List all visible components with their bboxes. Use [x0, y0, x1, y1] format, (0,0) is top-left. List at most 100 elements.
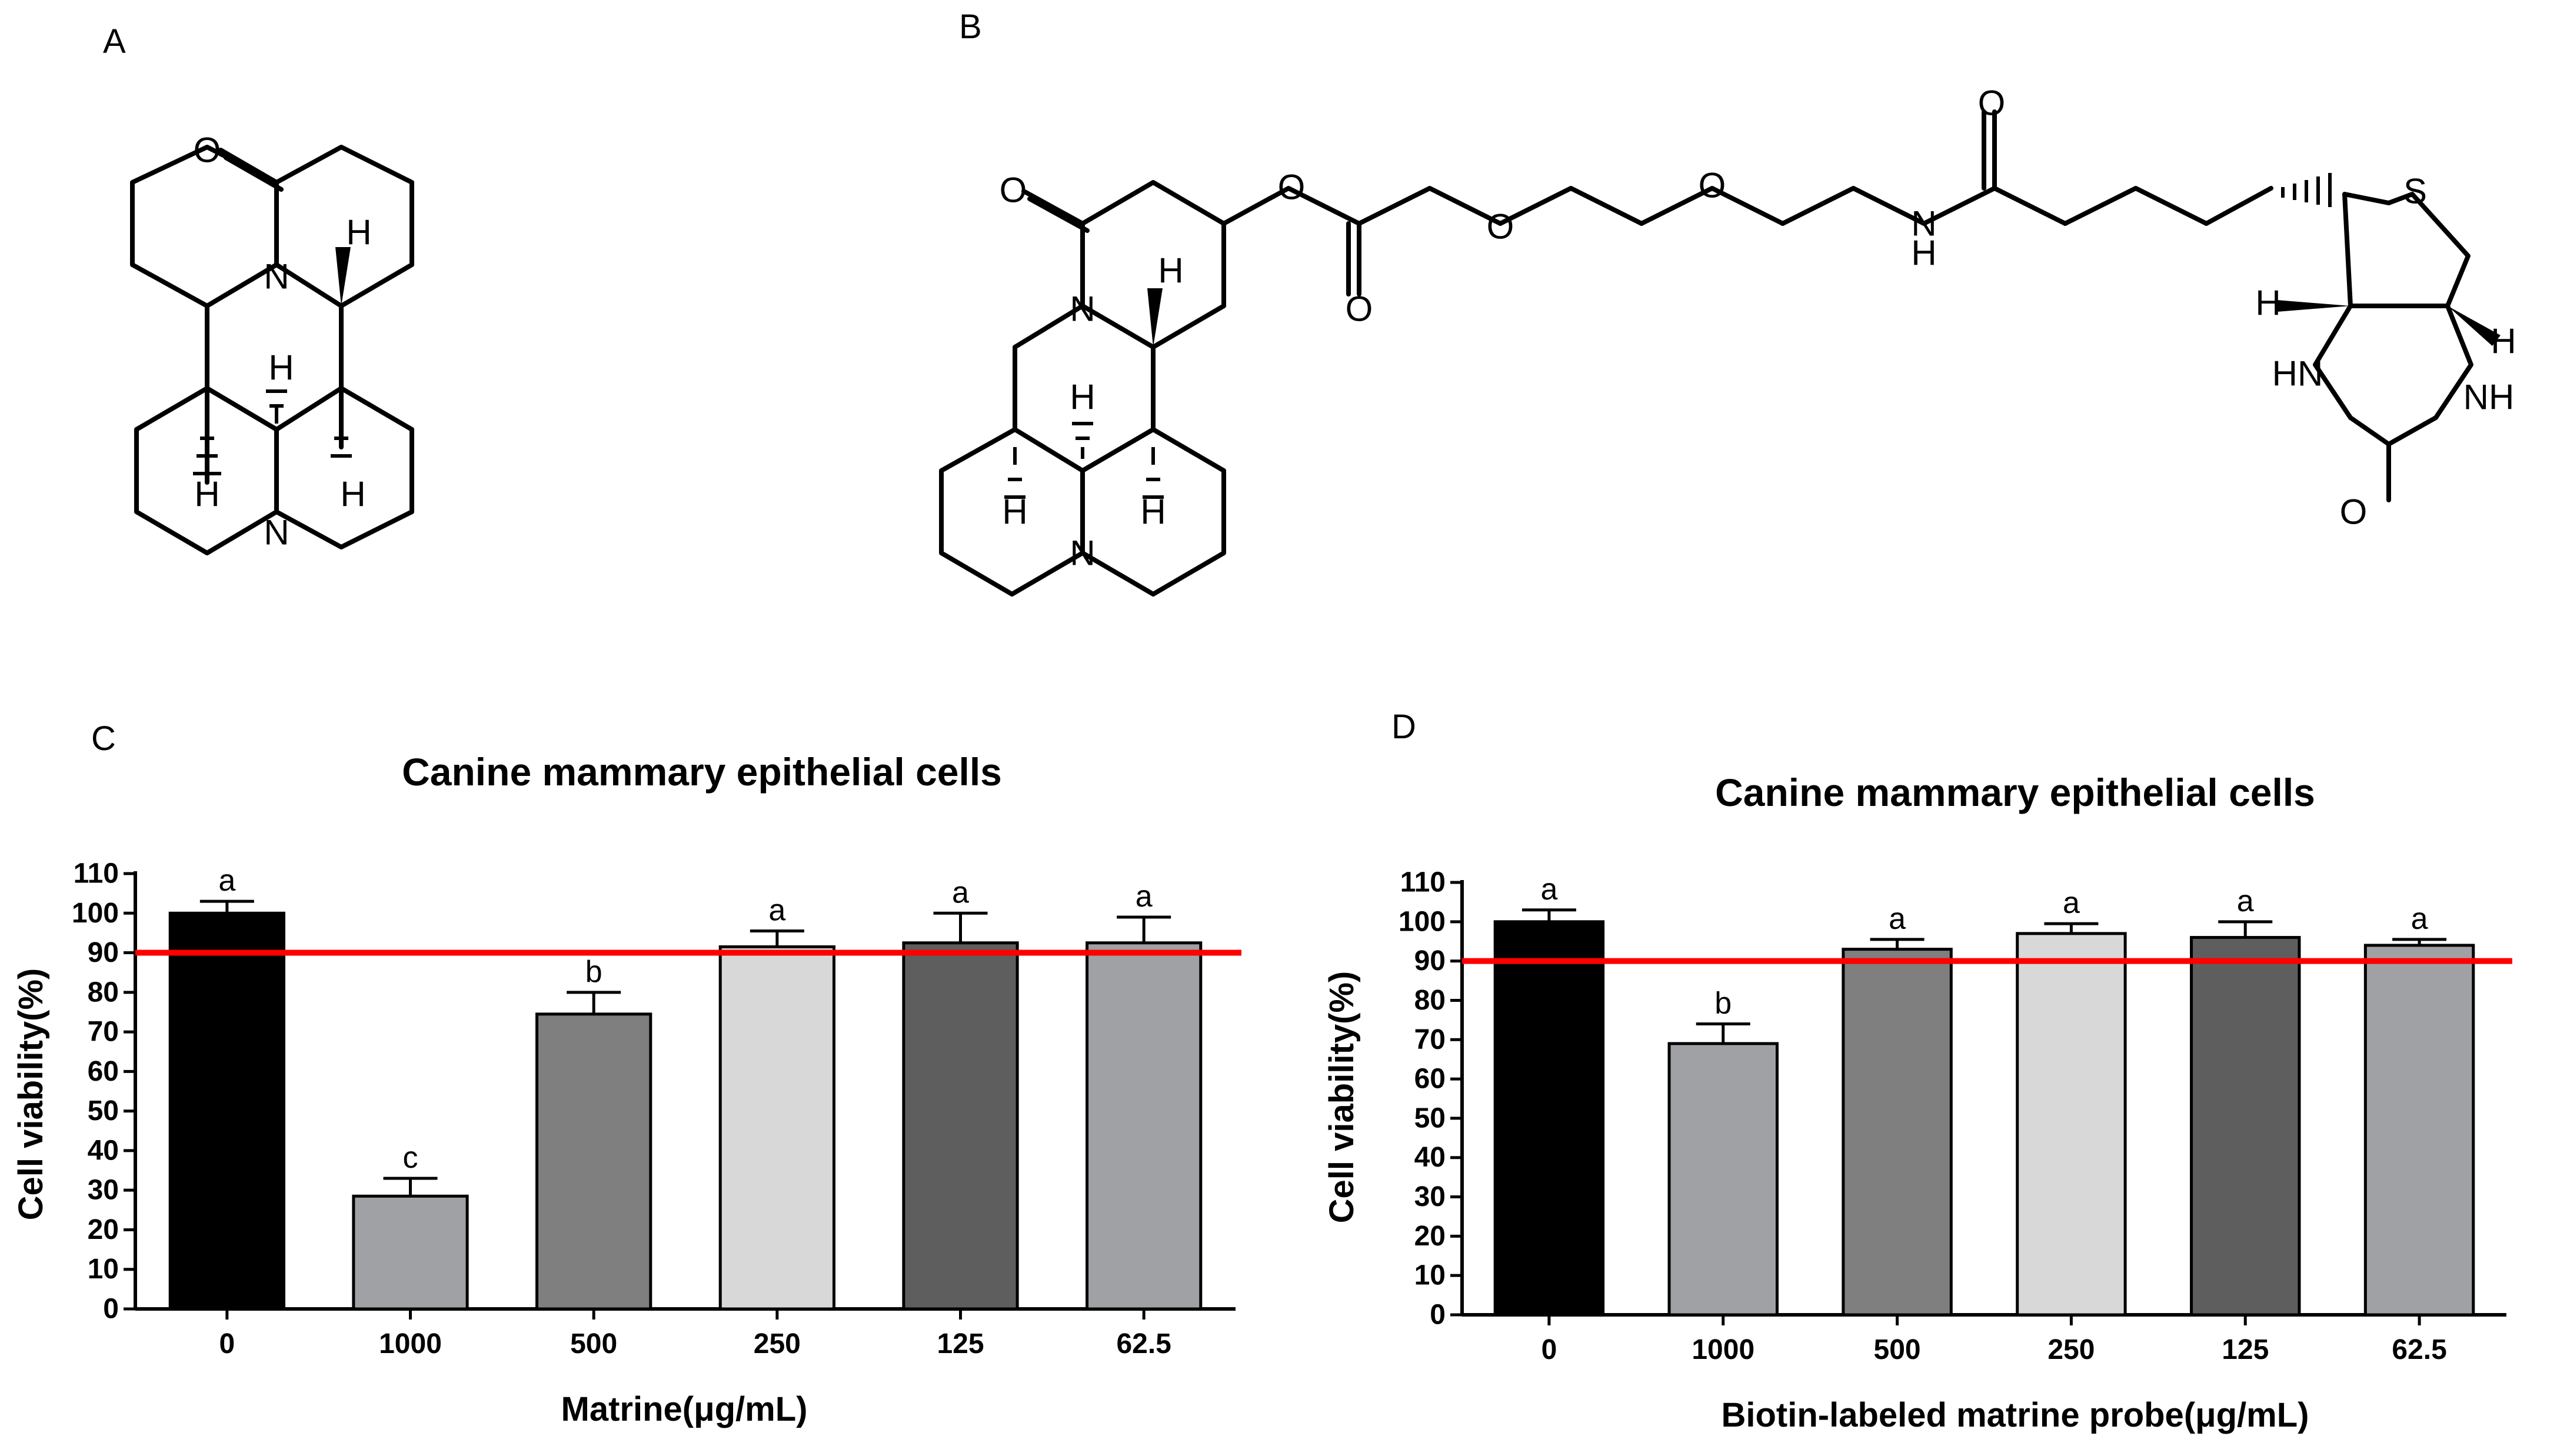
atom-label: H: [2491, 322, 2516, 361]
y-tick-label: 80: [88, 977, 119, 1008]
y-tick-label: 20: [88, 1214, 119, 1245]
x-tick-label: 500: [1874, 1334, 1921, 1365]
y-tick-label: 100: [1399, 906, 1446, 937]
chart-title: Canine mammary epithelial cells: [402, 750, 1002, 794]
bar: [352, 1194, 469, 1311]
atom-label: H: [1140, 492, 1166, 532]
bar: [535, 1012, 652, 1311]
biotin-matrine-probe-structure: O O O O O N H H H H N N H O S H H HN NH …: [939, 84, 2516, 597]
y-tick-label: 40: [88, 1135, 119, 1166]
bar: [1493, 920, 1605, 1317]
bar-chart-biotin-probe: Canine mammary epithelial cells Cell via…: [1323, 771, 2512, 1434]
x-tick-label: 250: [754, 1328, 801, 1360]
atom-label: O: [1346, 289, 1373, 329]
y-tick-label: 60: [88, 1056, 119, 1087]
panel-label-c: C: [91, 719, 116, 758]
atom-label: O: [1978, 84, 2006, 123]
x-tick-label: 500: [570, 1328, 617, 1360]
atom-label: N: [1070, 289, 1095, 329]
y-tick-label: 100: [72, 898, 119, 929]
bar: [168, 911, 285, 1311]
atom-label: O: [1278, 168, 1306, 207]
x-tick-label: 0: [1541, 1334, 1557, 1365]
bar: [2190, 936, 2301, 1317]
atom-label: O: [1000, 171, 1027, 210]
y-tick-label: 110: [74, 858, 119, 889]
x-tick-label: 1000: [1692, 1334, 1754, 1365]
atom-label: O: [2340, 492, 2368, 532]
panel-label-d: D: [1391, 708, 1416, 746]
x-tick-label: 0: [219, 1328, 235, 1360]
atom-label: N: [264, 257, 289, 296]
significance-letter: a: [2411, 902, 2428, 936]
significance-letter: a: [2237, 884, 2254, 918]
significance-letter: a: [1540, 872, 1557, 907]
x-axis-label: Biotin-labeled matrine probe(μg/mL): [1722, 1396, 2309, 1434]
y-tick-label: 40: [1414, 1142, 1446, 1173]
panel-label-a: A: [103, 22, 126, 61]
atom-label: H: [2255, 284, 2280, 323]
atom-label: N: [1911, 204, 1936, 244]
atom-label: H: [1002, 492, 1027, 532]
y-tick-label: 30: [88, 1175, 119, 1206]
significance-letter: a: [1889, 902, 1906, 936]
y-tick-label: 50: [1414, 1102, 1446, 1134]
bar: [2363, 944, 2475, 1317]
chart-title: Canine mammary epithelial cells: [1715, 771, 2315, 814]
x-tick-label: 62.5: [1116, 1328, 1171, 1360]
atom-label: O: [194, 131, 221, 170]
significance-letter: c: [403, 1141, 418, 1175]
significance-letter: a: [1136, 879, 1153, 914]
panel-label-b: B: [959, 8, 982, 46]
significance-letter: b: [585, 955, 602, 989]
atom-label: H: [268, 348, 294, 388]
atom-label: O: [1487, 207, 1514, 246]
x-tick-label: 1000: [379, 1328, 442, 1360]
atom-label: HN: [2272, 354, 2323, 394]
bar: [1667, 1042, 1779, 1317]
x-tick-label: 62.5: [2392, 1334, 2446, 1365]
atom-label: NH: [2463, 378, 2515, 417]
y-tick-label: 20: [1414, 1221, 1446, 1252]
y-tick-label: 0: [1430, 1300, 1446, 1331]
y-tick-label: 70: [1414, 1024, 1446, 1055]
bar: [1842, 948, 1953, 1317]
atom-label: H: [1911, 234, 1936, 273]
atom-label: H: [1158, 251, 1183, 291]
bar: [1086, 941, 1203, 1311]
y-tick-label: 30: [1414, 1181, 1446, 1212]
x-tick-label: 250: [2047, 1334, 2095, 1365]
significance-letter: a: [768, 894, 785, 928]
significance-letter: b: [1714, 987, 1732, 1021]
y-tick-label: 90: [1414, 945, 1446, 977]
atom-label: H: [1070, 378, 1095, 417]
atom-label: H: [194, 475, 219, 514]
y-tick-label: 80: [1414, 985, 1446, 1016]
x-tick-label: 125: [937, 1328, 984, 1360]
atom-label: S: [2403, 172, 2427, 211]
y-axis-label: Cell viability(%): [1323, 971, 1361, 1224]
significance-letter: a: [218, 864, 235, 898]
x-axis-label: Matrine(μg/mL): [561, 1390, 808, 1428]
plot-area: 0 10 20 30 40 50 60 70 80 90 100 110 a 0 b 1000 a 500 a 250…: [1399, 867, 2512, 1365]
y-tick-label: 70: [88, 1017, 119, 1048]
y-tick-label: 60: [1414, 1064, 1446, 1095]
y-tick-label: 50: [88, 1095, 119, 1127]
bar: [718, 945, 835, 1311]
x-tick-label: 125: [2222, 1334, 2269, 1365]
y-tick-label: 110: [1400, 867, 1446, 898]
atom-label: O: [1699, 166, 1726, 205]
bar: [2016, 932, 2127, 1317]
atom-label: H: [346, 213, 371, 252]
atom-label: H: [340, 475, 365, 514]
y-tick-label: 90: [88, 937, 119, 968]
significance-letter: a: [952, 875, 969, 909]
y-tick-label: 10: [88, 1254, 119, 1285]
atom-label: N: [264, 513, 289, 552]
matrine-structure: O N H H H H N: [130, 131, 414, 555]
bar-chart-matrine: Canine mammary epithelial cells Cell via…: [12, 750, 1241, 1428]
y-tick-label: 10: [1414, 1260, 1446, 1291]
significance-letter: a: [2063, 886, 2080, 920]
